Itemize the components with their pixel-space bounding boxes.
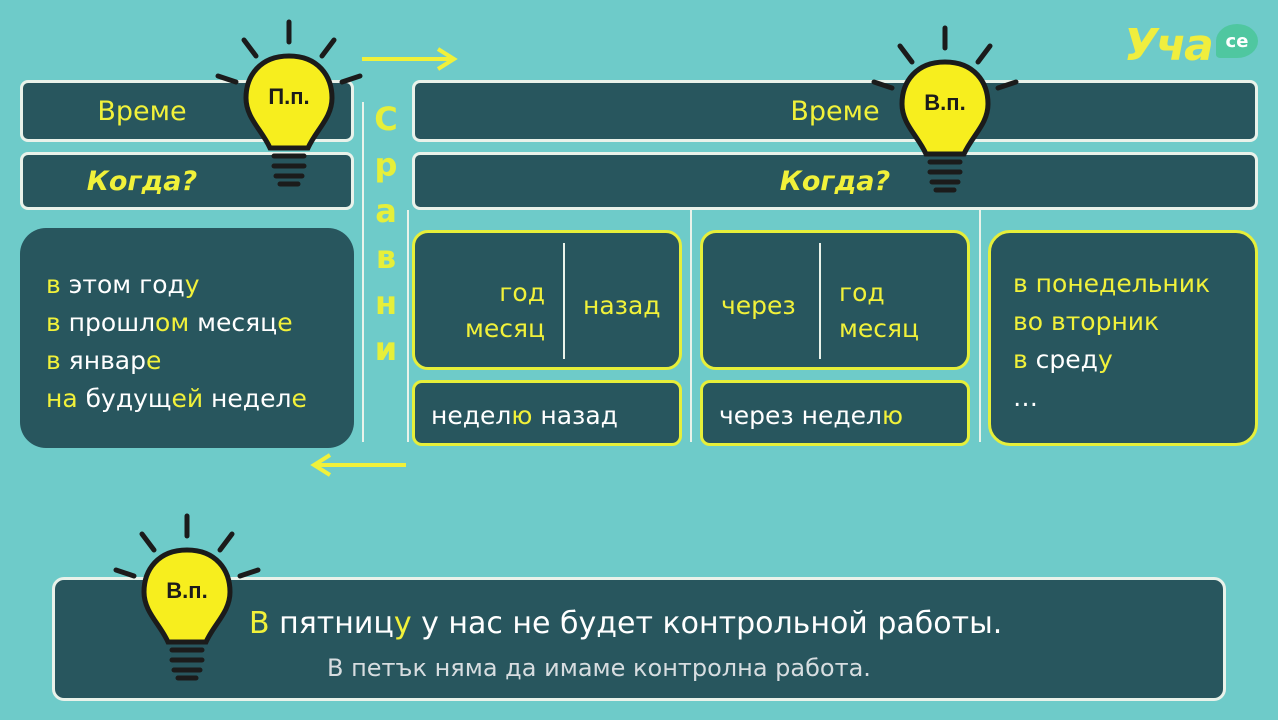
logo-badge-text: се [1225, 30, 1249, 52]
in-week-text: через неделю [719, 401, 904, 430]
left-example: в прошлом месяце [46, 308, 293, 337]
compare-letter: и [374, 330, 398, 368]
left-question: Когда? [86, 165, 198, 197]
weekdays-list: в понедельник во вторник в среду … [1013, 265, 1210, 417]
word-month: месяц [464, 314, 545, 343]
weekday-line: в понедельник [1013, 269, 1211, 298]
left-example: в этом году [46, 270, 200, 299]
word-year: год [499, 278, 545, 307]
lightbulb-icon: В.п. [113, 513, 261, 681]
arrow-right-icon [362, 47, 458, 71]
word-month: месяц [839, 314, 920, 343]
left-example: в январе [46, 346, 162, 375]
example-sentence: В пятницу у нас не будет контрольной раб… [249, 606, 1003, 641]
box-weekdays: в понедельник во вторник в среду … [988, 230, 1258, 446]
arrow-left-icon [310, 453, 406, 477]
left-examples-list: в этом году в прошлом месяце в январе на… [46, 266, 307, 418]
divider [979, 210, 981, 442]
left-example: на будущей неделе [46, 384, 307, 413]
bulb-label: П.п. [268, 84, 309, 109]
example-sentence-panel: В пятницу у нас не будет контрольной раб… [52, 577, 1226, 701]
bulb-label: В.п. [924, 90, 965, 115]
lightbulb-icon: В.п. [871, 25, 1019, 193]
compare-letter: н [374, 284, 398, 322]
left-question-box: Когда? [20, 152, 354, 210]
bulb-label: В.п. [166, 578, 207, 603]
lightbulb-icon: П.п. [215, 19, 363, 187]
logo: Уча [1124, 20, 1214, 71]
word-in: через [721, 291, 796, 320]
box-ago: год месяц назад [412, 230, 682, 370]
compare-letter: р [374, 146, 398, 184]
week-ago-text: неделю назад [431, 401, 618, 430]
right-time-label: Време [790, 95, 880, 127]
box-week-ago: неделю назад [412, 380, 682, 446]
left-examples-panel: в этом году в прошлом месяце в январе на… [20, 228, 354, 448]
compare-letter: а [375, 192, 397, 230]
logo-text: Уча [1124, 20, 1214, 71]
right-time-header: Време [412, 80, 1258, 142]
box-divider [563, 243, 565, 359]
right-question-box: Когда? [412, 152, 1258, 210]
weekday-line: во вторник [1013, 307, 1160, 336]
word-ago: назад [583, 291, 661, 320]
weekday-line: … [1013, 383, 1038, 412]
box-in-words: год месяц [839, 275, 919, 347]
compare-word: С р а в н и [366, 96, 406, 372]
box-in: через год месяц [700, 230, 970, 370]
example-translation: В петък няма да имаме контролна работа. [327, 654, 871, 682]
box-in-week: через неделю [700, 380, 970, 446]
left-time-label: Време [97, 95, 187, 127]
box-divider [819, 243, 821, 359]
word-year: год [839, 278, 885, 307]
compare-letter: С [374, 100, 398, 138]
divider [362, 102, 364, 442]
right-question: Когда? [779, 165, 891, 197]
divider [690, 210, 692, 442]
logo-badge: се [1216, 24, 1258, 58]
weekday-line: в среду [1013, 345, 1113, 374]
divider [407, 210, 409, 442]
box-ago-words: год месяц [415, 275, 545, 347]
compare-letter: в [375, 238, 397, 276]
